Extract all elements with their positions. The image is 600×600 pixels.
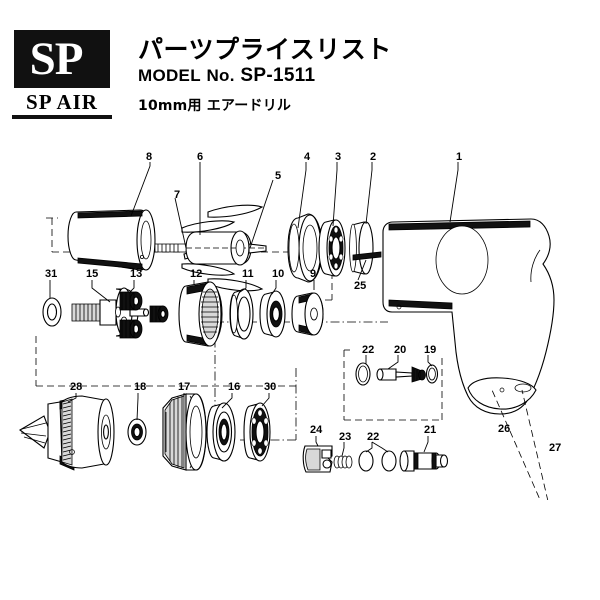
part-27-screw [521,389,549,500]
callout-9: 9 [310,268,317,280]
callout-5: 5 [275,170,282,182]
part-17-spindle-housing [162,393,207,471]
callout-22-upper: 22 [362,344,375,356]
part-6-rotor-blades [181,204,264,292]
part-12-ring-gear [178,281,223,347]
callout-3: 3 [335,151,342,163]
part-18-washer-small [127,418,147,446]
part-4-bearing-plate [287,213,323,283]
group-bracket-row3-end [240,368,297,441]
callout-30: 30 [264,381,277,393]
part-19-o-ring [425,364,439,384]
part-22-o-ring-pair [358,450,397,472]
callout-31: 31 [45,268,58,280]
callout-15: 15 [86,268,99,280]
part-30-ball-bearing [243,402,271,462]
callout-1: 1 [456,151,463,163]
callout-24: 24 [310,424,323,436]
page-title: パーツプライスリスト [138,35,392,64]
callout-19: 19 [424,344,437,356]
part-21-inlet-valve [399,450,449,472]
part-9-gear-case-cap [291,292,324,336]
part-24-trigger [302,445,333,473]
part-23-spring [333,455,353,469]
callout-7: 7 [174,189,181,201]
part-13-planet-gears [119,291,169,339]
model-no-label: No. [206,66,235,85]
group-bracket-valves [343,349,443,421]
model-value: SP-1511 [240,65,316,86]
callout-8: 8 [146,151,153,163]
logo-underline [12,115,112,119]
callout-26: 26 [498,423,511,435]
leader-lines [49,162,459,457]
callout-21: 21 [424,424,437,436]
part-28-drill-chuck [19,395,115,471]
callout-18: 18 [134,381,147,393]
part-3-ball-bearing [318,219,346,277]
part-22-o-ring-upper [355,362,371,386]
part-8-cylinder-sleeve [67,209,156,271]
callout-27: 27 [549,442,562,454]
product-subtitle: 10mm用 エアードリル [138,98,292,114]
callout-6: 6 [197,151,204,163]
part-25-roll-pin [352,251,382,261]
part-10-bearing [259,290,286,338]
diagram-svg: .ln{fill:none;stroke:#000;stroke-width:1… [19,162,555,500]
part-1-housing-body [382,218,555,415]
logo-mark-text: SP [29,33,84,85]
callout-13: 13 [130,268,143,280]
sp-air-logo: SP SP AIR [8,30,116,126]
part-20-regulator-valve [376,366,426,383]
logo-black-box [14,30,110,88]
part-16-bearing [206,402,236,462]
part-26-exhaust-deflector [491,389,541,500]
callout-20: 20 [394,344,407,356]
model-line: MODEL No. SP-1511 [138,65,315,87]
document-header: SP SP AIR パーツプライスリスト MODEL No. SP-1511 1… [0,0,600,140]
callout-12: 12 [190,268,203,280]
exploded-diagram: .ln{fill:none;stroke:#000;stroke-width:1… [0,140,600,500]
callout-16: 16 [228,381,241,393]
callout-23: 23 [339,431,352,443]
callout-11: 11 [242,268,254,280]
callout-4: 4 [304,151,311,163]
part-31-washer [42,297,62,327]
part-5-rotor [154,230,267,266]
callout-10: 10 [272,268,285,280]
callout-28: 28 [70,381,83,393]
logo-wordmark-text: SP AIR [26,90,98,114]
callout-25: 25 [354,280,367,292]
part-11-thrust-washer [229,288,254,340]
model-label: MODEL [138,66,201,85]
part-2-end-plate [349,221,374,275]
callout-2: 2 [370,151,377,163]
callout-17: 17 [178,381,191,393]
callout-22-lower: 22 [367,431,380,443]
